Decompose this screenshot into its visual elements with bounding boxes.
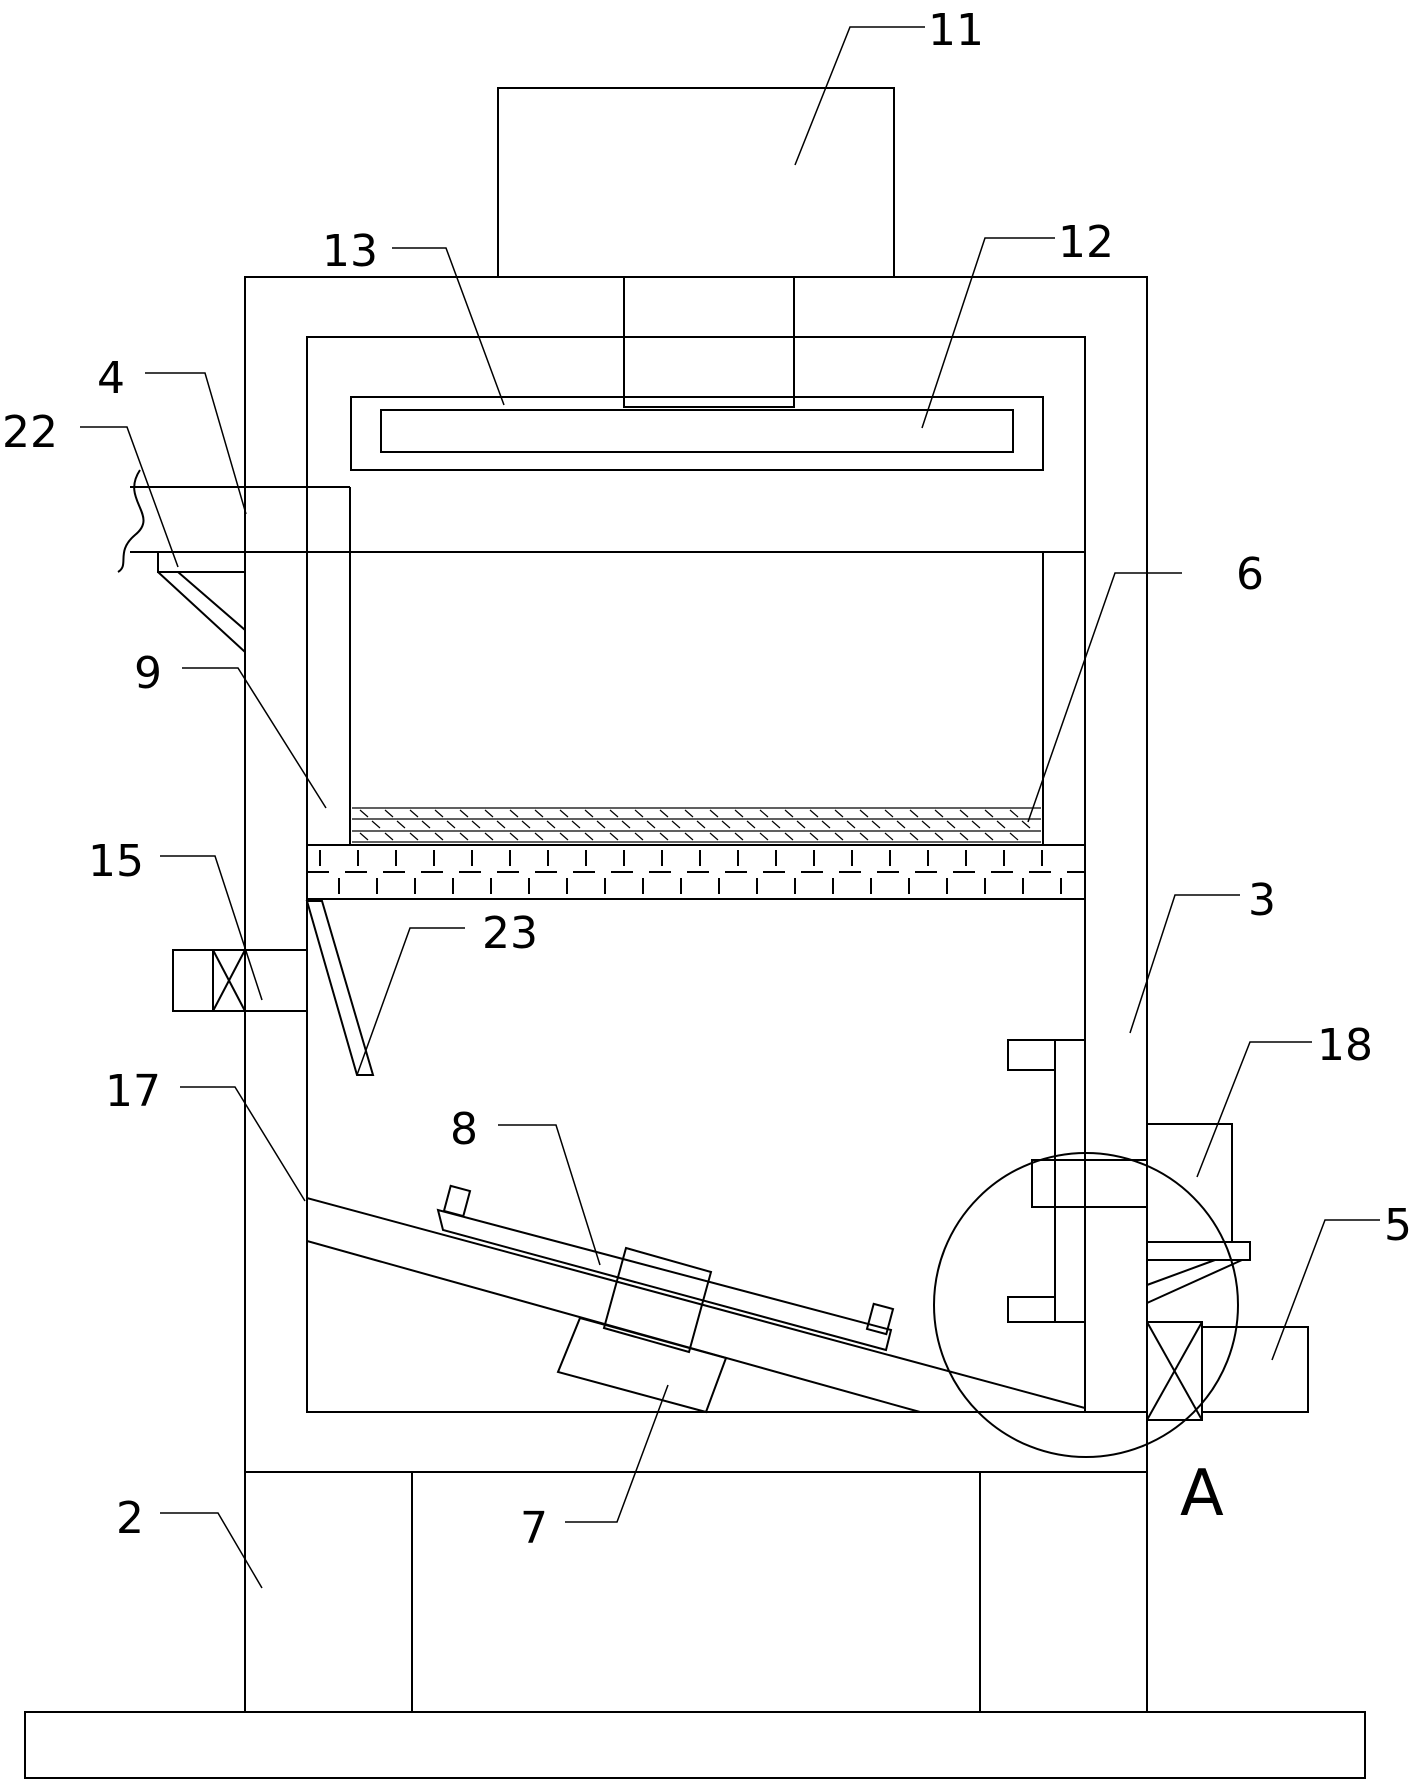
label-17: 17 (105, 1066, 161, 1117)
label-2: 2 (116, 1493, 144, 1544)
label-3: 3 (1248, 875, 1276, 926)
pipe-break-line (117, 469, 145, 573)
perforated-plate (306, 844, 1086, 900)
inclined-plate-17 (306, 1196, 1086, 1413)
bracket-18 (1146, 1241, 1251, 1261)
leader-11 (794, 26, 925, 166)
valve-left-x2 (212, 949, 246, 1012)
leader-18 (1196, 1041, 1312, 1178)
bracket-18-brace (1146, 1259, 1243, 1304)
label-22: 22 (2, 407, 58, 458)
label-8: 8 (450, 1104, 478, 1155)
leader-6 (1027, 572, 1182, 823)
filter-mesh (352, 807, 1041, 843)
inner-chamber (306, 336, 1086, 1413)
motor (497, 87, 895, 278)
label-15: 15 (88, 836, 144, 887)
label-13: 13 (322, 226, 378, 277)
valve-right-x2 (1146, 1321, 1203, 1421)
right-leg (979, 1471, 1148, 1713)
label-12: 12 (1058, 217, 1114, 268)
leader-23 (356, 927, 465, 1076)
base-plate (24, 1711, 1366, 1779)
bracket-brace (157, 571, 246, 655)
label-7: 7 (520, 1503, 548, 1554)
bracket-18-brace2 (1146, 1259, 1216, 1286)
leader-4 (145, 372, 247, 515)
valve-left-pipe (244, 949, 308, 1012)
label-a: A (1180, 1457, 1224, 1531)
right-clamp-bottom (1007, 1296, 1056, 1323)
label-23: 23 (482, 908, 538, 959)
right-clamp-top (1007, 1039, 1056, 1071)
motor-18 (1146, 1123, 1233, 1243)
detail-circle-a (933, 1152, 1239, 1458)
motor-shaft (623, 276, 795, 408)
label-6: 6 (1236, 549, 1264, 600)
leader-15 (160, 855, 263, 1001)
press-plate-inner (380, 409, 1014, 453)
deflector-23 (305, 900, 375, 1076)
leader-17 (180, 1086, 306, 1202)
label-4: 4 (97, 353, 125, 404)
leader-12 (921, 237, 1055, 429)
leader-9 (182, 667, 327, 809)
label-5: 5 (1384, 1200, 1412, 1251)
right-clamp-mid (1031, 1159, 1148, 1208)
right-rail (1054, 1039, 1086, 1323)
leader-5 (1271, 1219, 1380, 1361)
leader-3 (1129, 894, 1240, 1034)
left-leg (244, 1471, 413, 1713)
label-9: 9 (134, 648, 162, 699)
slider-block (602, 1246, 713, 1354)
label-11: 11 (928, 5, 984, 56)
label-18: 18 (1317, 1020, 1373, 1071)
leader-13 (392, 247, 505, 406)
bracket-22 (157, 552, 245, 573)
outer-housing (244, 276, 1148, 1473)
leader-8 (498, 1124, 601, 1266)
leader-7 (565, 1384, 669, 1523)
press-plate-outer (350, 396, 1044, 471)
leader-2 (160, 1512, 263, 1589)
stop-right (865, 1302, 895, 1336)
slide-plate-8 (436, 1208, 893, 1352)
valve-right-pipe (1201, 1326, 1309, 1413)
stop-left (442, 1184, 472, 1218)
vibration-motor-7 (556, 1316, 728, 1414)
valve-left-outer (172, 949, 246, 1012)
leader-22 (80, 426, 179, 568)
